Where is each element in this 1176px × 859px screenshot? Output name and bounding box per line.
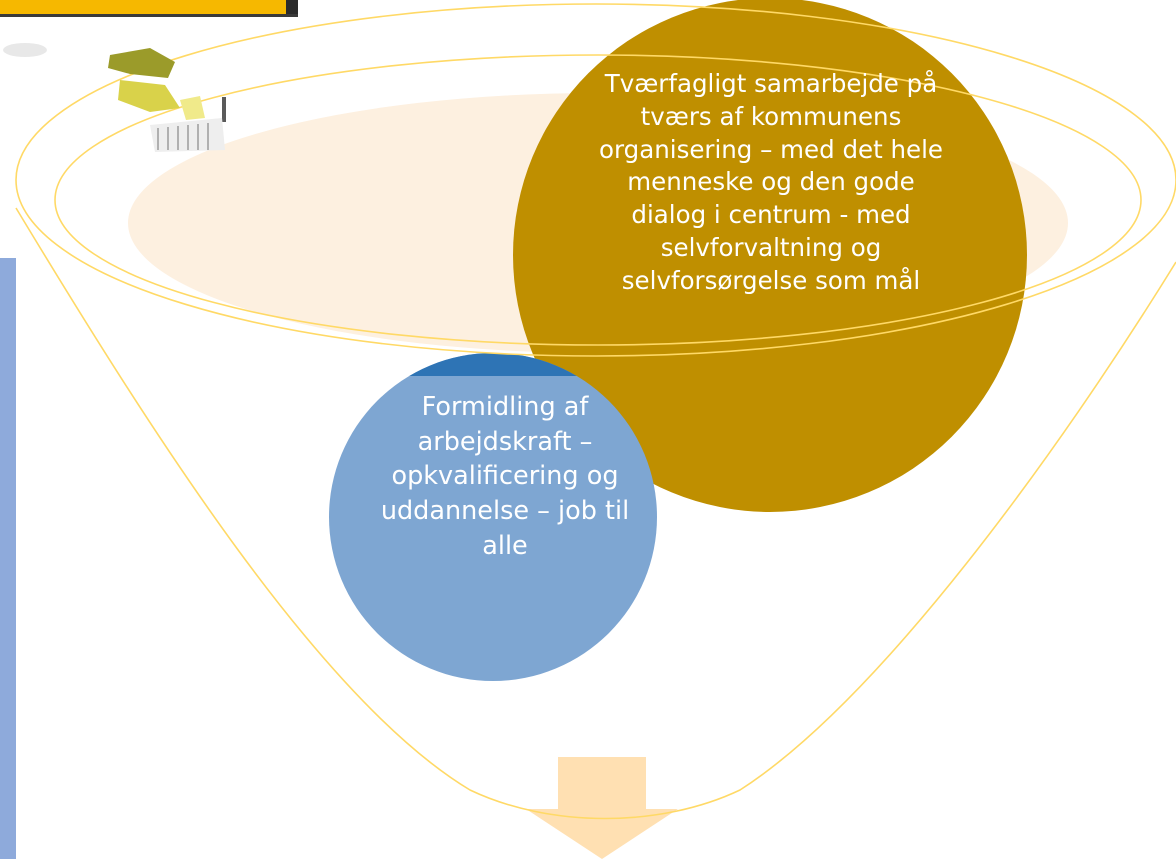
funnel-outer-rim [15,3,1176,357]
gold-circle-label: Tværfagligt samarbejde på tværs af kommu… [599,69,943,295]
blue-circle [329,353,657,681]
funnel-inner-rim [54,54,1142,346]
gold-circle [513,0,1027,512]
funnel-body-outline [15,207,1176,820]
cartoon-figure-icon [0,0,298,152]
left-side-bar [0,258,16,859]
blue-circle-label: Formidling af arbejdskraft – opkvalifice… [380,392,630,561]
down-arrow-icon [526,757,678,859]
